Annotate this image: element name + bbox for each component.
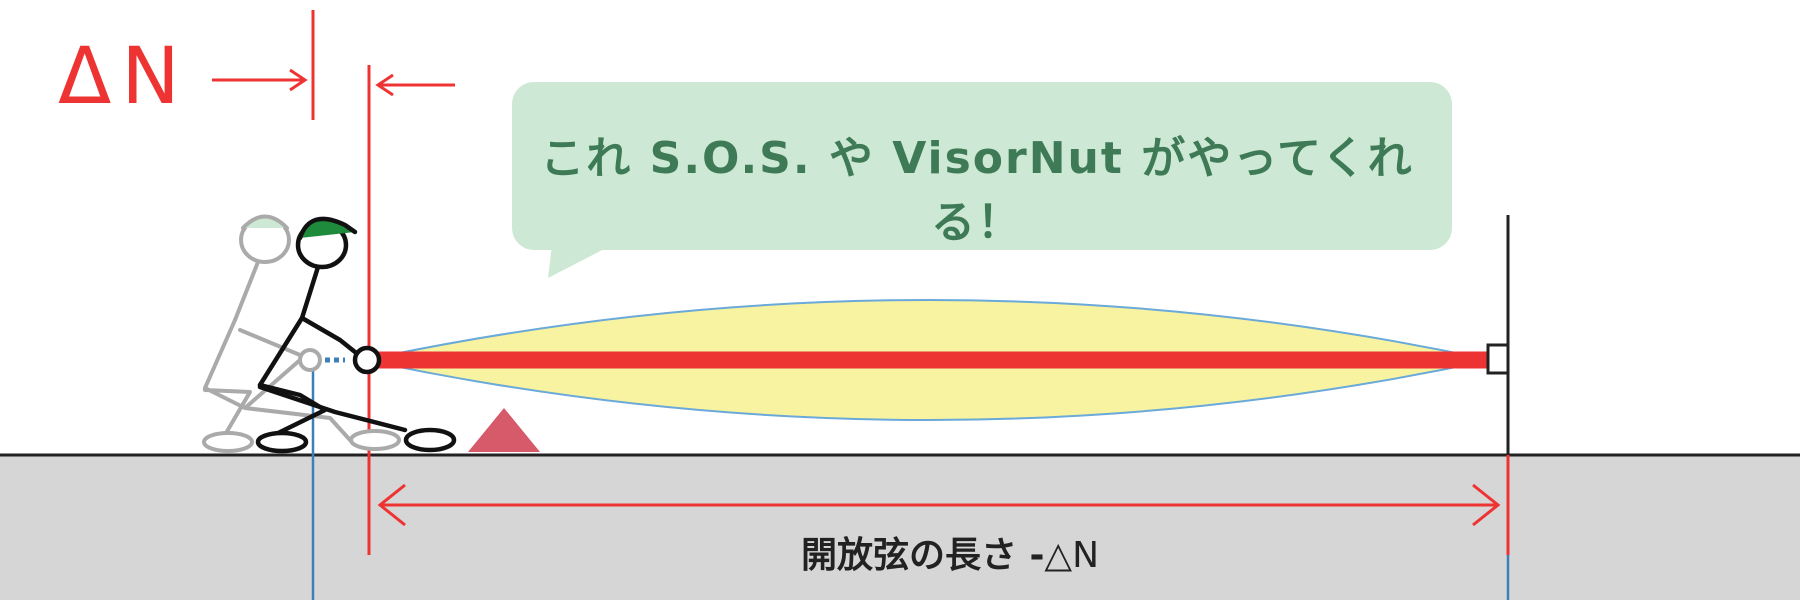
ground-area bbox=[0, 455, 1800, 600]
delta-n-label: ΔN bbox=[58, 32, 190, 122]
length-double-arrow bbox=[377, 483, 1501, 527]
ghost-figure-icon bbox=[202, 214, 401, 453]
delta-arrow-right bbox=[212, 68, 308, 92]
speech-bubble bbox=[512, 82, 1452, 278]
open-string-length-label: 開放弦の長さ -△N bbox=[700, 526, 1200, 578]
delta-arrow-left bbox=[375, 73, 455, 97]
speech-bubble-text: これ S.O.S. や VisorNut がやってくれる！ bbox=[540, 133, 1414, 248]
player-figure-icon bbox=[255, 216, 457, 454]
nut-triangle-icon bbox=[468, 408, 540, 452]
bridge-saddle bbox=[1486, 343, 1510, 375]
length-label-main: 開放弦の長さ - bbox=[800, 535, 1045, 576]
length-label-suffix: △N bbox=[1044, 535, 1100, 576]
